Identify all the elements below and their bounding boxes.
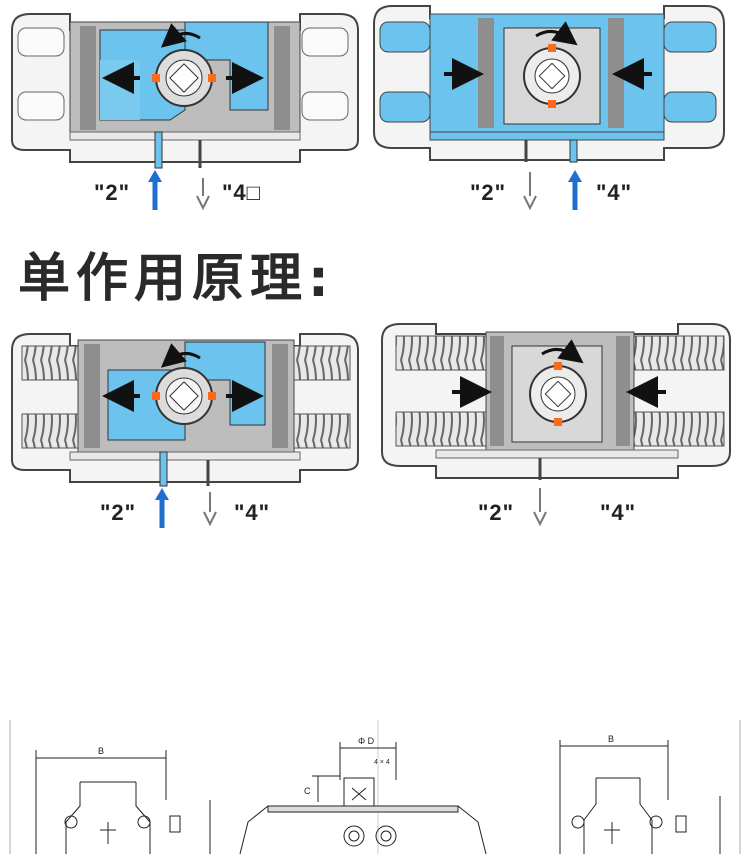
side-view-middle <box>239 742 487 854</box>
dim-hole: 4 × 4 <box>374 759 390 766</box>
dim-phi-d: Φ D <box>358 736 375 746</box>
port-label-2: "2" <box>94 180 131 205</box>
panel-single-acting-close <box>381 323 731 527</box>
panel-single-acting-open <box>11 333 359 528</box>
dim-b-right: B <box>608 734 614 744</box>
end-view-left <box>35 750 211 854</box>
section-heading: 单作用原理: <box>18 249 335 309</box>
panel-double-acting-open <box>11 13 359 211</box>
end-view-right <box>559 740 721 854</box>
port-label-2: "2" <box>478 500 515 525</box>
port-label-2: "2" <box>100 500 137 525</box>
dim-c: C <box>304 786 311 796</box>
port-label-4: "4" <box>600 500 637 525</box>
port-label-2: "2" <box>470 180 507 205</box>
port-label-4: "4□ <box>222 180 261 205</box>
port-label-4: "4" <box>596 180 633 205</box>
dim-b-left: B <box>98 746 104 756</box>
panel-double-acting-close <box>373 5 725 211</box>
dimension-drawings: B Φ D 4 × 4 C B <box>9 720 741 854</box>
port-label-4: "4" <box>234 500 271 525</box>
